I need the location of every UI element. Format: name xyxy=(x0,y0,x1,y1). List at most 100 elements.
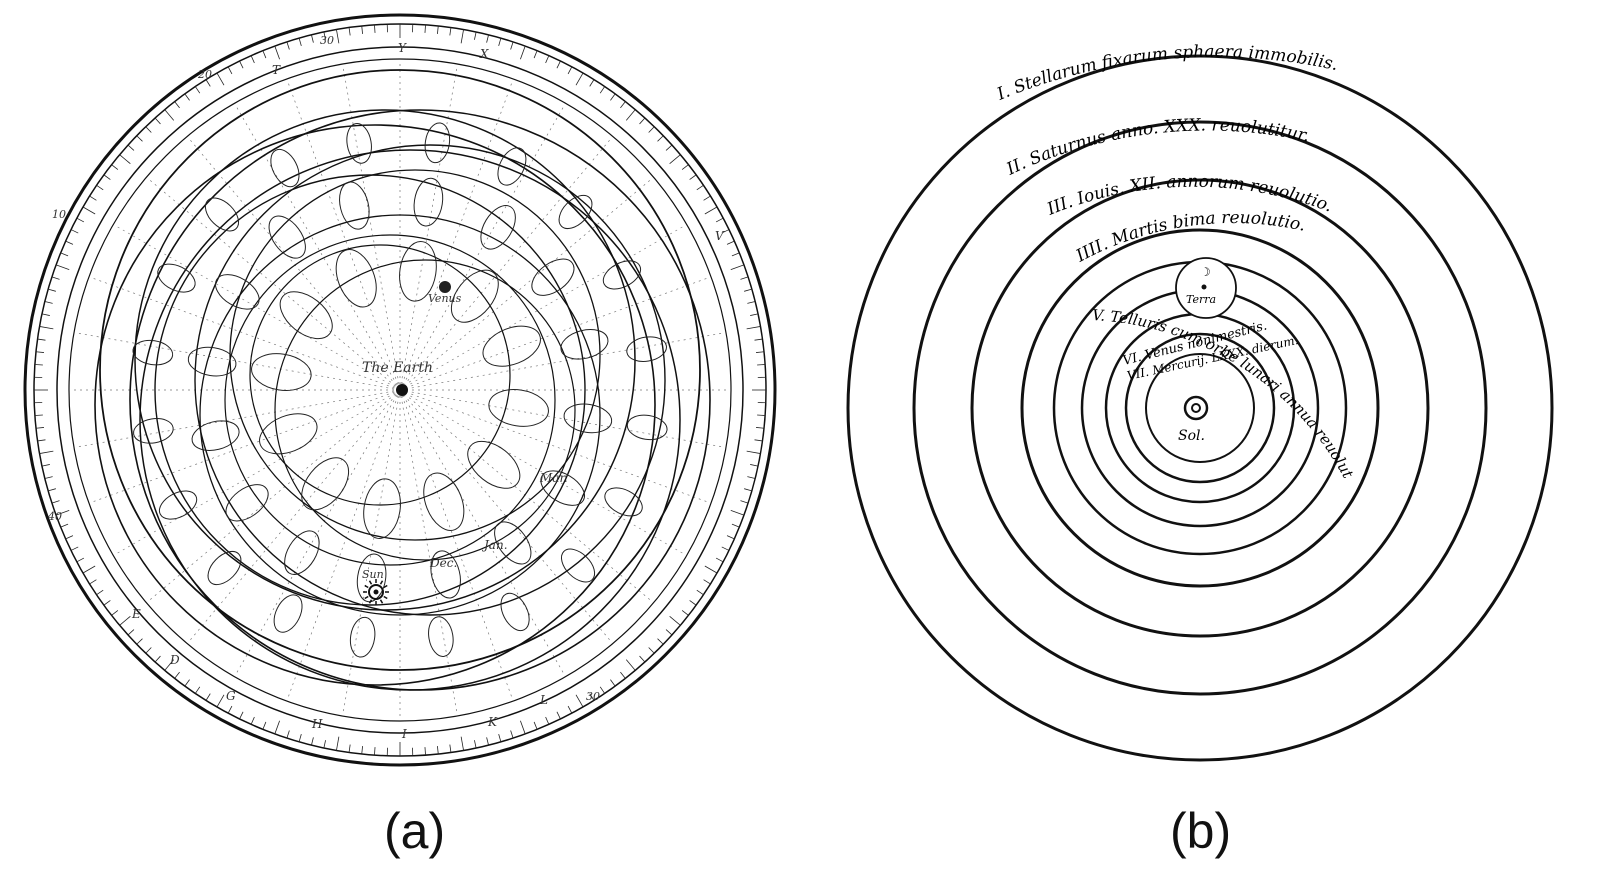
scale-tick xyxy=(175,672,180,678)
sun-ray xyxy=(384,597,387,599)
retrograde-loop xyxy=(348,616,378,659)
scale-tick xyxy=(511,730,513,738)
scale-tick xyxy=(52,501,60,503)
earth-label: The Earth xyxy=(362,360,433,376)
scale-tick xyxy=(42,314,50,316)
scale-tick xyxy=(40,451,54,453)
sight-line xyxy=(400,390,565,676)
scale-tick xyxy=(137,136,143,142)
retrograde-loop xyxy=(360,476,405,541)
scale-tick xyxy=(299,734,301,742)
scale-tick xyxy=(487,35,489,43)
month-dec: Dec. xyxy=(429,556,457,570)
scale-tick xyxy=(474,740,476,748)
scale-tick xyxy=(425,25,426,33)
scale-number-3: 10 xyxy=(52,208,66,221)
scale-tick xyxy=(36,427,44,428)
scale-tick xyxy=(374,747,375,755)
sight-line xyxy=(400,225,686,390)
scale-tick xyxy=(499,38,501,46)
scale-tick xyxy=(568,67,572,74)
geocentric-diagram: The Earth Venus Sun Dec. Jan. Mar. Y X V… xyxy=(25,15,775,765)
scale-letter-h: H xyxy=(311,717,323,731)
scale-tick xyxy=(576,695,583,707)
scale-tick xyxy=(217,695,224,707)
scale-tick xyxy=(682,165,688,170)
scale-tick xyxy=(666,145,672,150)
scale-tick xyxy=(195,87,199,94)
scale-tick xyxy=(56,265,69,270)
retrograde-loop xyxy=(131,338,174,368)
sight-line xyxy=(400,80,513,390)
scale-letter-l: L xyxy=(539,693,548,707)
scale-tick xyxy=(251,56,254,63)
scale-tick xyxy=(704,580,711,584)
sight-line xyxy=(75,333,400,390)
scale-tick xyxy=(750,314,758,316)
sun-ray xyxy=(370,600,372,603)
scale-tick xyxy=(77,558,84,562)
retrograde-loop xyxy=(474,200,523,256)
scale-tick xyxy=(747,301,755,303)
scale-tick xyxy=(311,737,313,745)
scale-tick xyxy=(362,26,363,34)
scale-tick xyxy=(450,745,451,753)
scale-tick xyxy=(546,56,549,63)
eccentric-orbit xyxy=(95,125,655,685)
scale-tick xyxy=(90,580,97,584)
scale-tick xyxy=(104,600,110,605)
scale-tick xyxy=(61,524,68,527)
month-mar: Mar. xyxy=(539,471,568,485)
sun-ray xyxy=(381,581,383,584)
scale-tick xyxy=(727,241,734,244)
scale-tick xyxy=(600,687,604,694)
scale-number-4: 40 xyxy=(47,510,62,523)
scale-tick xyxy=(349,28,350,36)
scale-tick xyxy=(120,155,131,164)
scale-tick xyxy=(731,265,744,270)
scale-letter-t: T xyxy=(272,63,281,77)
scale-tick xyxy=(195,687,199,694)
scale-tick xyxy=(48,289,56,291)
scale-tick xyxy=(461,30,463,44)
scale-tick xyxy=(704,196,711,200)
eccentric-orbit xyxy=(195,145,665,615)
scale-tick xyxy=(697,185,704,189)
retrograde-loop xyxy=(600,482,647,521)
scale-number-2: 20 xyxy=(197,68,212,81)
scale-tick xyxy=(610,94,615,100)
scale-tick xyxy=(600,87,604,94)
scale-tick xyxy=(640,656,645,662)
sun-ray xyxy=(365,597,368,599)
retrograde-loop xyxy=(416,467,471,536)
scale-tick xyxy=(251,717,254,724)
scale-tick xyxy=(557,712,561,719)
scale-tick xyxy=(206,694,210,701)
scale-tick xyxy=(487,737,489,745)
scale-tick xyxy=(61,253,68,256)
scale-tick xyxy=(450,28,451,36)
scale-letter-i: I xyxy=(401,727,407,741)
scale-letter-x: X xyxy=(479,47,489,61)
scale-tick xyxy=(731,510,744,515)
scale-tick xyxy=(716,558,723,562)
scale-tick xyxy=(137,639,143,645)
scale-tick xyxy=(155,656,160,662)
retrograde-loop xyxy=(562,401,614,436)
scale-tick xyxy=(626,110,635,121)
scale-tick xyxy=(175,102,180,108)
retrograde-loop xyxy=(155,485,202,525)
sun-label-b: Sol. xyxy=(1178,428,1205,444)
scale-tick xyxy=(755,440,763,441)
moon-symbol: ☽ xyxy=(1200,265,1211,279)
scale-tick xyxy=(747,326,761,328)
scale-tick xyxy=(499,734,501,742)
scale-tick xyxy=(474,32,476,40)
scale-tick xyxy=(311,35,313,43)
retrograde-loop xyxy=(555,543,600,588)
sight-line xyxy=(400,333,725,390)
scale-tick xyxy=(36,352,44,353)
scale-tick xyxy=(620,102,625,108)
scale-tick xyxy=(120,616,131,625)
retrograde-loop xyxy=(272,282,341,348)
